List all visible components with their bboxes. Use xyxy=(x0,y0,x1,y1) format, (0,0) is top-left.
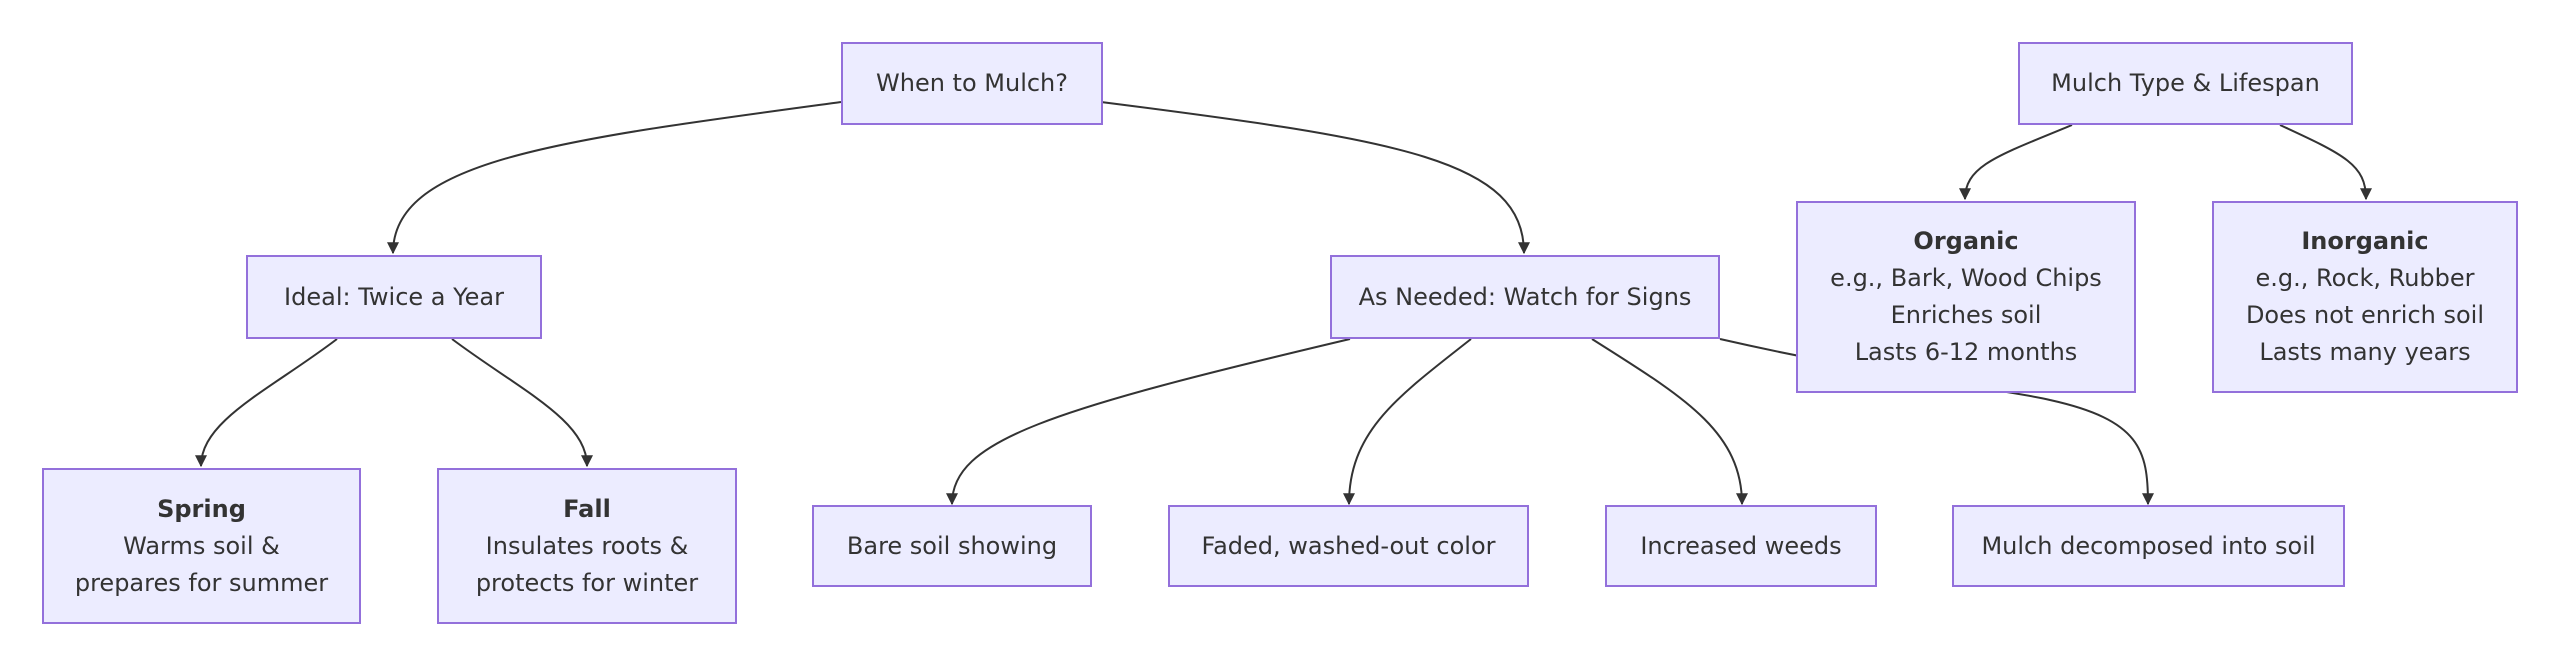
node-line: e.g., Rock, Rubber xyxy=(2255,264,2475,292)
node-label: As Needed: Watch for Signs xyxy=(1358,282,1692,311)
node-fall: Fall Insulates roots & protects for wint… xyxy=(437,468,737,624)
node-line: Enriches soil xyxy=(1890,301,2042,329)
node-title: Inorganic xyxy=(2301,227,2429,255)
node-line: Lasts 6-12 months xyxy=(1854,338,2078,366)
edge-asneeded-to-weeds xyxy=(1591,338,1748,506)
node-label: Mulch decomposed into soil xyxy=(1981,531,2316,560)
node-organic: Organic e.g., Bark, Wood Chips Enriches … xyxy=(1796,201,2136,393)
node-title: Spring xyxy=(157,494,246,523)
edge-mulchtype-to-organic xyxy=(1959,124,2073,201)
node-label: Increased weeds xyxy=(1640,531,1842,560)
edge-when-to-asneeded xyxy=(1100,101,1530,255)
edge-when-to-ideal xyxy=(387,101,842,255)
node-line: e.g., Bark, Wood Chips xyxy=(1830,264,2102,292)
node-line: Insulates roots & xyxy=(485,531,689,560)
node-bare-soil: Bare soil showing xyxy=(812,505,1092,587)
node-inorganic: Inorganic e.g., Rock, Rubber Does not en… xyxy=(2212,201,2518,393)
node-label: When to Mulch? xyxy=(876,69,1068,97)
node-title: Fall xyxy=(563,494,611,523)
edge-asneeded-to-bare xyxy=(946,338,1351,506)
node-label: Faded, washed-out color xyxy=(1201,531,1496,560)
node-spring: Spring Warms soil & prepares for summer xyxy=(42,468,361,624)
node-as-needed: As Needed: Watch for Signs xyxy=(1330,255,1720,339)
node-mulch-type-lifespan: Mulch Type & Lifespan xyxy=(2018,42,2353,125)
edge-ideal-to-spring xyxy=(195,338,338,468)
node-title: Organic xyxy=(1913,227,2019,255)
node-increased-weeds: Increased weeds xyxy=(1605,505,1877,587)
node-line: Warms soil & xyxy=(123,531,280,560)
node-line: prepares for summer xyxy=(74,568,329,597)
node-faded-color: Faded, washed-out color xyxy=(1168,505,1529,587)
edge-asneeded-to-faded xyxy=(1343,338,1472,506)
node-line: protects for winter xyxy=(475,568,699,597)
node-line: Does not enrich soil xyxy=(2245,301,2485,329)
node-when-to-mulch: When to Mulch? xyxy=(841,42,1103,125)
edge-ideal-to-fall xyxy=(451,338,593,468)
node-label: Mulch Type & Lifespan xyxy=(2051,69,2320,97)
node-label: Bare soil showing xyxy=(846,531,1058,560)
node-ideal-twice-a-year: Ideal: Twice a Year xyxy=(246,255,542,339)
edge-mulchtype-to-inorganic xyxy=(2279,124,2372,201)
node-line: Lasts many years xyxy=(2259,338,2471,366)
node-mulch-decomposed: Mulch decomposed into soil xyxy=(1952,505,2345,587)
node-label: Ideal: Twice a Year xyxy=(284,282,504,311)
